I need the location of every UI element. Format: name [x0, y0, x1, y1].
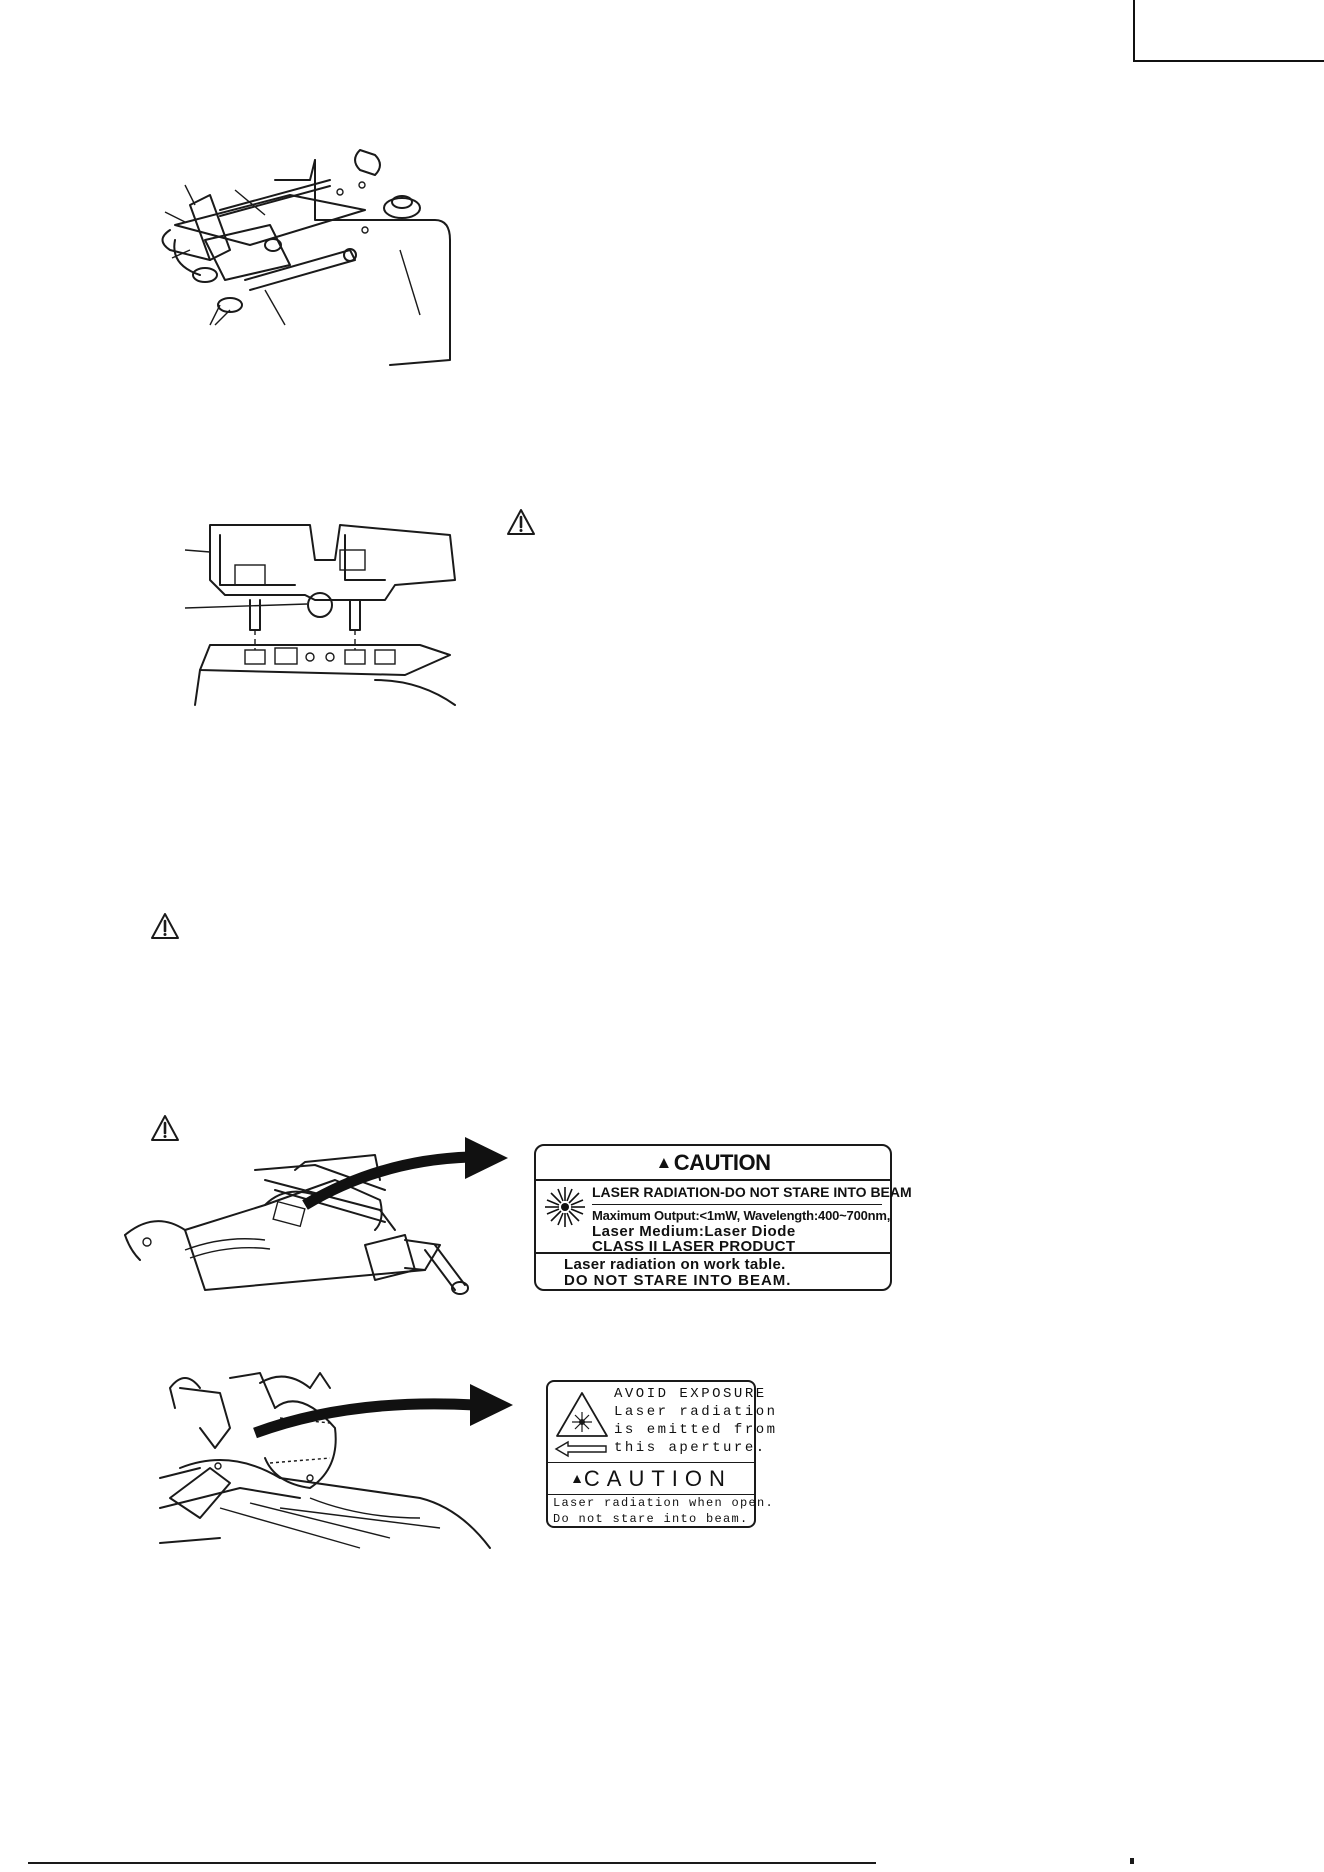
warning-triangle-icon — [151, 913, 179, 939]
label-divider — [536, 1252, 890, 1254]
laser-caution-label-work-table: ▲CAUTION LASER RADIATION-DO NOT STARE IN… — [534, 1144, 912, 1291]
laser-burst-icon — [545, 1187, 585, 1227]
label-divider — [548, 1462, 754, 1463]
warning-triangle-icon — [151, 1115, 179, 1141]
figure-work-table-laser — [124, 1154, 469, 1295]
figure-laser-aperture — [159, 1372, 491, 1549]
figure-fence-attachment — [184, 524, 456, 706]
label-line: Laser radiation — [614, 1404, 778, 1420]
label-line: CLASS II LASER PRODUCT — [592, 1238, 796, 1255]
language-tab-box — [1133, 0, 1324, 62]
page-number-mark — [1130, 1858, 1134, 1864]
arrow-left-icon — [554, 1440, 607, 1458]
footer-rule — [28, 1862, 876, 1864]
label-line: DO NOT STARE INTO BEAM. — [564, 1272, 792, 1289]
laser-warning-triangle-icon — [556, 1392, 608, 1437]
warning-triangle-icon — [507, 509, 535, 535]
label-line: is emitted from — [614, 1422, 778, 1438]
warning-triangle-icon: ▲ — [655, 1153, 672, 1172]
laser-caution-label-aperture: AVOID EXPOSURE Laser radiation is emitte… — [546, 1380, 775, 1528]
label-line: Do not stare into beam. — [553, 1512, 749, 1526]
label-line: AVOID EXPOSURE — [614, 1386, 767, 1402]
label-divider — [592, 1204, 882, 1205]
label-heading: ▲CAUTION — [536, 1146, 890, 1181]
label-heading: ▲CAUTION — [570, 1466, 732, 1491]
label-line: LASER RADIATION-DO NOT STARE INTO BEAM — [592, 1184, 912, 1200]
label-divider — [548, 1494, 754, 1495]
warning-triangle-icon: ▲ — [570, 1470, 584, 1486]
label-line: this aperture. — [614, 1440, 767, 1456]
label-line: Laser radiation on work table. — [564, 1256, 786, 1273]
label-line: Maximum Output:<1mW, Wavelength:400~700n… — [592, 1208, 891, 1223]
figure-vise-assembly — [161, 149, 451, 366]
arrow-right-icon — [253, 1384, 513, 1439]
label-line: Laser Medium:Laser Diode — [592, 1223, 796, 1240]
label-line: Laser radiation when open. — [553, 1496, 775, 1510]
arrow-right-icon — [302, 1137, 508, 1210]
